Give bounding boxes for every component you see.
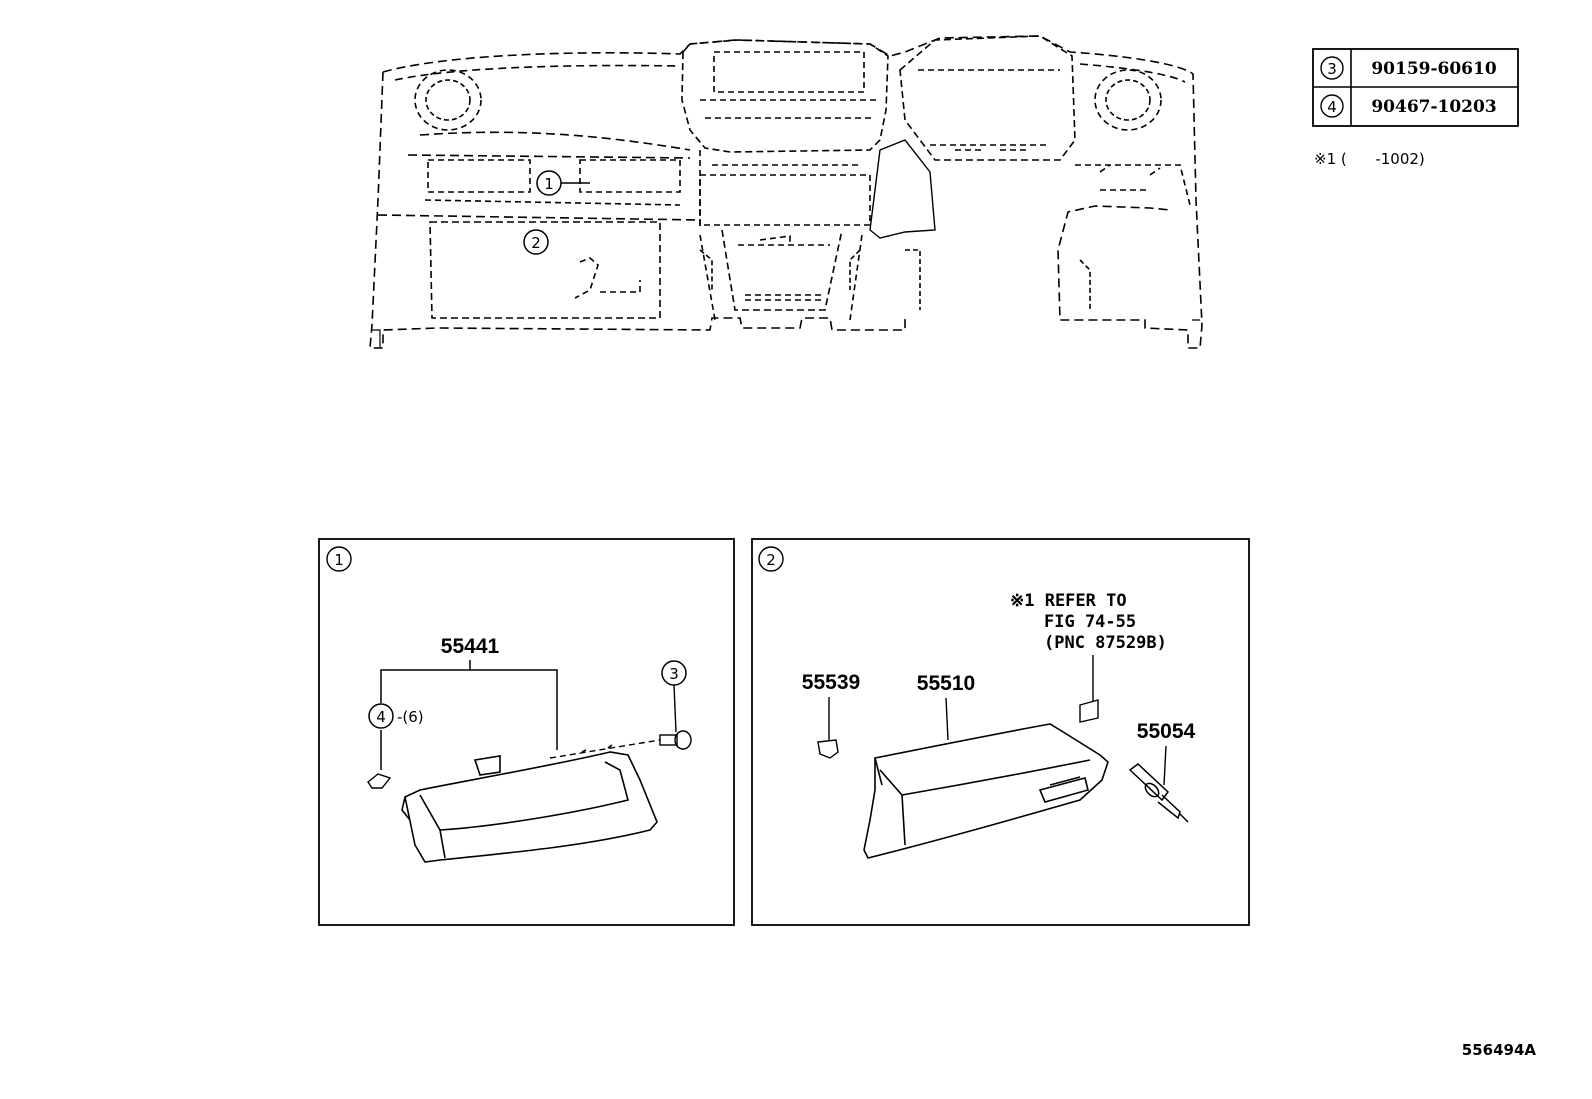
glove-box-55510 bbox=[863, 723, 1109, 859]
detail-2-badge: 2 bbox=[766, 551, 776, 569]
table-part-no-4: 90467-10203 bbox=[1371, 97, 1496, 117]
table-row-ref-3: 3 90159-60610 bbox=[1320, 56, 1497, 80]
instrument-panel-overview bbox=[369, 35, 1203, 349]
label-sticker-icon bbox=[1079, 699, 1099, 723]
overview-callout-2-label: 2 bbox=[531, 234, 541, 252]
table-part-no-3: 90159-60610 bbox=[1371, 59, 1497, 79]
detail-panel-1: 1 55441 4 -(6) 3 bbox=[318, 538, 735, 926]
stopper-icon bbox=[817, 739, 839, 759]
part-number-table: 3 90159-60610 4 90467-10203 ※1 ( -1002) bbox=[1312, 48, 1519, 168]
refer-note-line-1: ※1 REFER TO bbox=[1010, 591, 1127, 611]
table-ref-3: 3 bbox=[1327, 60, 1337, 78]
lower-panel-55441 bbox=[401, 744, 658, 863]
part-55510-label: 55510 bbox=[917, 672, 975, 695]
clip-icon bbox=[367, 773, 392, 789]
detail-1-qty-4: -(6) bbox=[397, 708, 424, 726]
detail-1-ref-3: 3 bbox=[669, 665, 679, 683]
detail-1-ref-4: 4 bbox=[376, 708, 386, 726]
part-55441-label: 55441 bbox=[441, 635, 500, 658]
screw-icon bbox=[549, 730, 692, 759]
part-55054-label: 55054 bbox=[1137, 720, 1196, 743]
illustration-id: 556494A bbox=[1462, 1041, 1537, 1059]
table-footnote: ※1 ( -1002) bbox=[1314, 150, 1425, 168]
table-ref-4: 4 bbox=[1327, 98, 1337, 116]
detail-panel-2: 2 ※1 REFER TO FIG 74-55 (PNC 87529B) 555… bbox=[751, 538, 1250, 926]
refer-note-line-3: (PNC 87529B) bbox=[1044, 633, 1167, 653]
detail-1-badge: 1 bbox=[334, 551, 344, 569]
overview-callout-1-label: 1 bbox=[544, 175, 554, 193]
overview-callout-1: 1 bbox=[536, 170, 590, 196]
overview-callout-2: 2 bbox=[523, 229, 549, 255]
damper-55054 bbox=[1128, 763, 1189, 823]
refer-note-line-2: FIG 74-55 bbox=[1044, 612, 1136, 632]
table-row-ref-4: 4 90467-10203 bbox=[1320, 94, 1497, 118]
part-55539-label: 55539 bbox=[802, 671, 860, 694]
